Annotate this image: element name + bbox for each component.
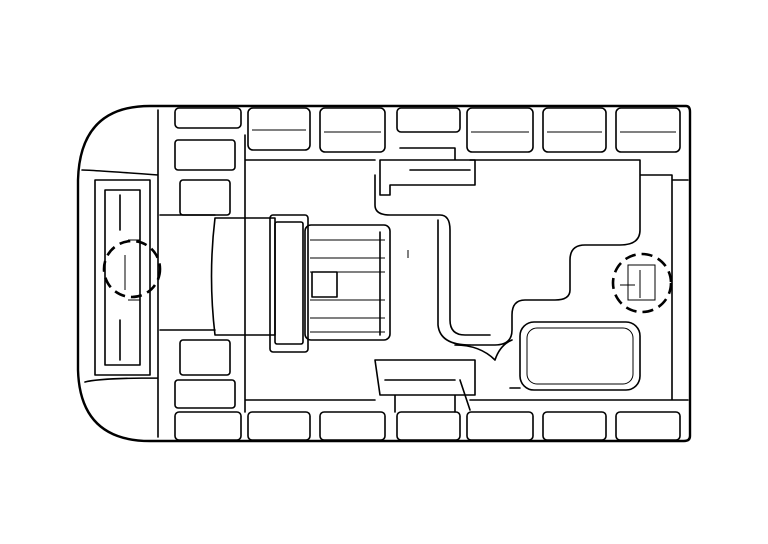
top-clip xyxy=(374,147,491,346)
central-cylinder xyxy=(210,214,309,353)
left-detail-circle xyxy=(102,239,162,299)
right-detail-circle xyxy=(611,252,673,314)
connector-block xyxy=(304,224,391,341)
bottom-clip xyxy=(374,339,513,413)
inner-housing-lines xyxy=(244,134,689,413)
bottom-tabs xyxy=(174,411,681,441)
outer-body-outline xyxy=(76,104,692,443)
right-pocket xyxy=(519,321,641,391)
left-bracket xyxy=(94,139,236,409)
top-tabs xyxy=(174,107,681,153)
right-pocket-inner xyxy=(526,327,634,385)
end-cap-line xyxy=(81,109,159,438)
